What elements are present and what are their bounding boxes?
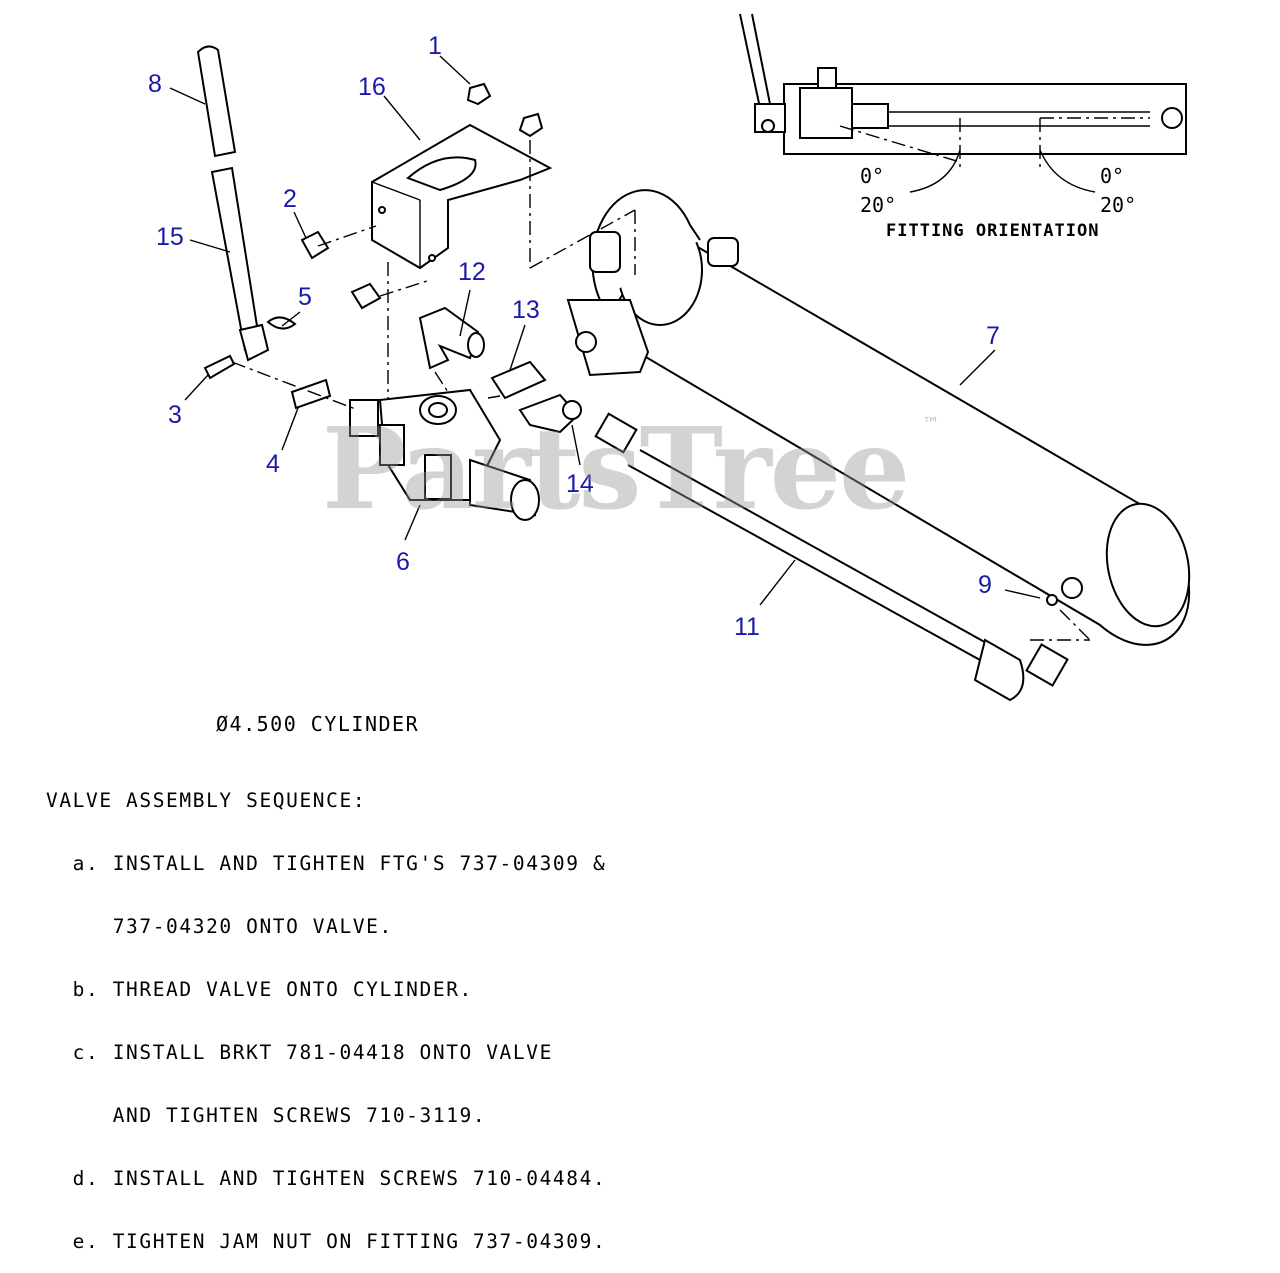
note-line: c. INSTALL BRKT 781-04418 ONTO VALVE — [46, 1041, 553, 1064]
callout-6[interactable]: 6 — [396, 548, 410, 576]
callout-8[interactable]: 8 — [148, 70, 162, 98]
callout-4[interactable]: 4 — [266, 450, 280, 478]
fitting-orientation-title: FITTING ORIENTATION — [886, 221, 1100, 241]
fitting-orientation-inset — [739, 13, 1187, 193]
right-angle-twenty: 20° — [1100, 193, 1137, 217]
assembly-notes: VALVE ASSEMBLY SEQUENCE: a. INSTALL AND … — [46, 748, 606, 1273]
assembly-lines — [231, 140, 1091, 641]
note-line: AND TIGHTEN SCREWS 710-3119. — [46, 1104, 487, 1127]
callout-7[interactable]: 7 — [986, 322, 1000, 350]
callout-15[interactable]: 15 — [156, 223, 184, 251]
callout-16[interactable]: 16 — [358, 73, 386, 101]
callout-1[interactable]: 1 — [428, 32, 442, 60]
right-angle-zero: 0° — [1100, 164, 1125, 188]
note-line: 737-04320 ONTO VALVE. — [46, 915, 393, 938]
callout-12[interactable]: 12 — [458, 258, 486, 286]
callout-13[interactable]: 13 — [512, 296, 540, 324]
callout-labels: 1 2 3 4 5 6 7 8 9 11 12 13 14 15 16 — [148, 32, 1000, 641]
callout-5[interactable]: 5 — [298, 283, 312, 311]
left-angle-twenty: 20° — [860, 193, 897, 217]
callout-9[interactable]: 9 — [978, 571, 992, 599]
mounting-bracket — [371, 123, 553, 270]
note-line: e. TIGHTEN JAM NUT ON FITTING 737-04309. — [46, 1230, 607, 1253]
note-line: b. THREAD VALVE ONTO CYLINDER. — [46, 978, 473, 1001]
parts-diagram: 1 2 3 4 5 6 7 8 9 11 12 13 14 15 16 — [148, 13, 1191, 702]
left-angle-zero: 0° — [860, 164, 885, 188]
handle — [196, 45, 270, 362]
trademark-symbol: ™ — [922, 414, 940, 435]
cylinder-label: Ø4.500 CYLINDER — [216, 712, 420, 736]
notes-heading: VALVE ASSEMBLY SEQUENCE: — [46, 789, 367, 812]
callout-2[interactable]: 2 — [283, 185, 297, 213]
callout-11[interactable]: 11 — [734, 613, 760, 641]
watermark: PartsTree — [322, 404, 910, 535]
callout-14[interactable]: 14 — [566, 470, 594, 498]
cylinder — [566, 189, 1191, 646]
leader-lines — [169, 55, 1041, 606]
note-line: d. INSTALL AND TIGHTEN SCREWS 710-04484. — [46, 1167, 607, 1190]
hardware — [203, 82, 544, 410]
note-line: a. INSTALL AND TIGHTEN FTG'S 737-04309 & — [46, 852, 607, 875]
hydraulic-hose — [594, 412, 1069, 702]
callout-3[interactable]: 3 — [168, 401, 182, 429]
valve-assembly — [349, 388, 540, 521]
